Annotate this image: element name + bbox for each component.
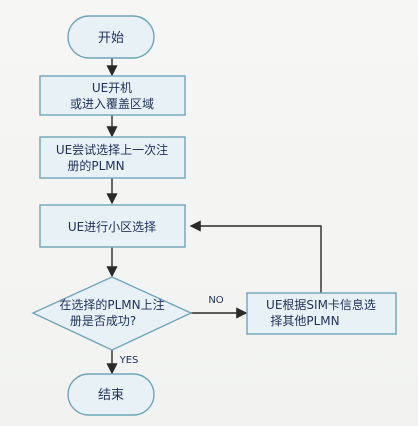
process-cell-selection: [39, 204, 186, 248]
process-select-other-plmn: [246, 292, 397, 335]
step1-line-2: 或进入覆盖区域: [70, 97, 154, 111]
step1-line-1: UE开机: [92, 81, 132, 95]
decision-line-2: 册是否成功?: [70, 314, 136, 328]
start-label: 开始: [98, 31, 124, 46]
process-select-last-plmn: [39, 136, 186, 179]
side-line-1: UE根据SIM卡信息选: [266, 297, 376, 312]
step3-label: UE进行小区选择: [68, 220, 156, 234]
decision-node: [31, 276, 193, 351]
process-power-on: [39, 75, 186, 116]
end-label: 结束: [98, 388, 124, 403]
side-line-2: 择其他PLMN: [270, 314, 339, 328]
end-node: [67, 373, 155, 416]
step2-line-1: UE尝试选择上一次注: [56, 142, 168, 157]
no-label: NO: [208, 295, 223, 306]
decision-line-1: 在选择的PLMN上注: [59, 297, 164, 312]
arrow-side-loop-back: [189, 220, 322, 293]
step2-line-2: 册的PLMN: [67, 158, 124, 173]
yes-label: YES: [119, 355, 139, 366]
start-node: [67, 15, 155, 59]
